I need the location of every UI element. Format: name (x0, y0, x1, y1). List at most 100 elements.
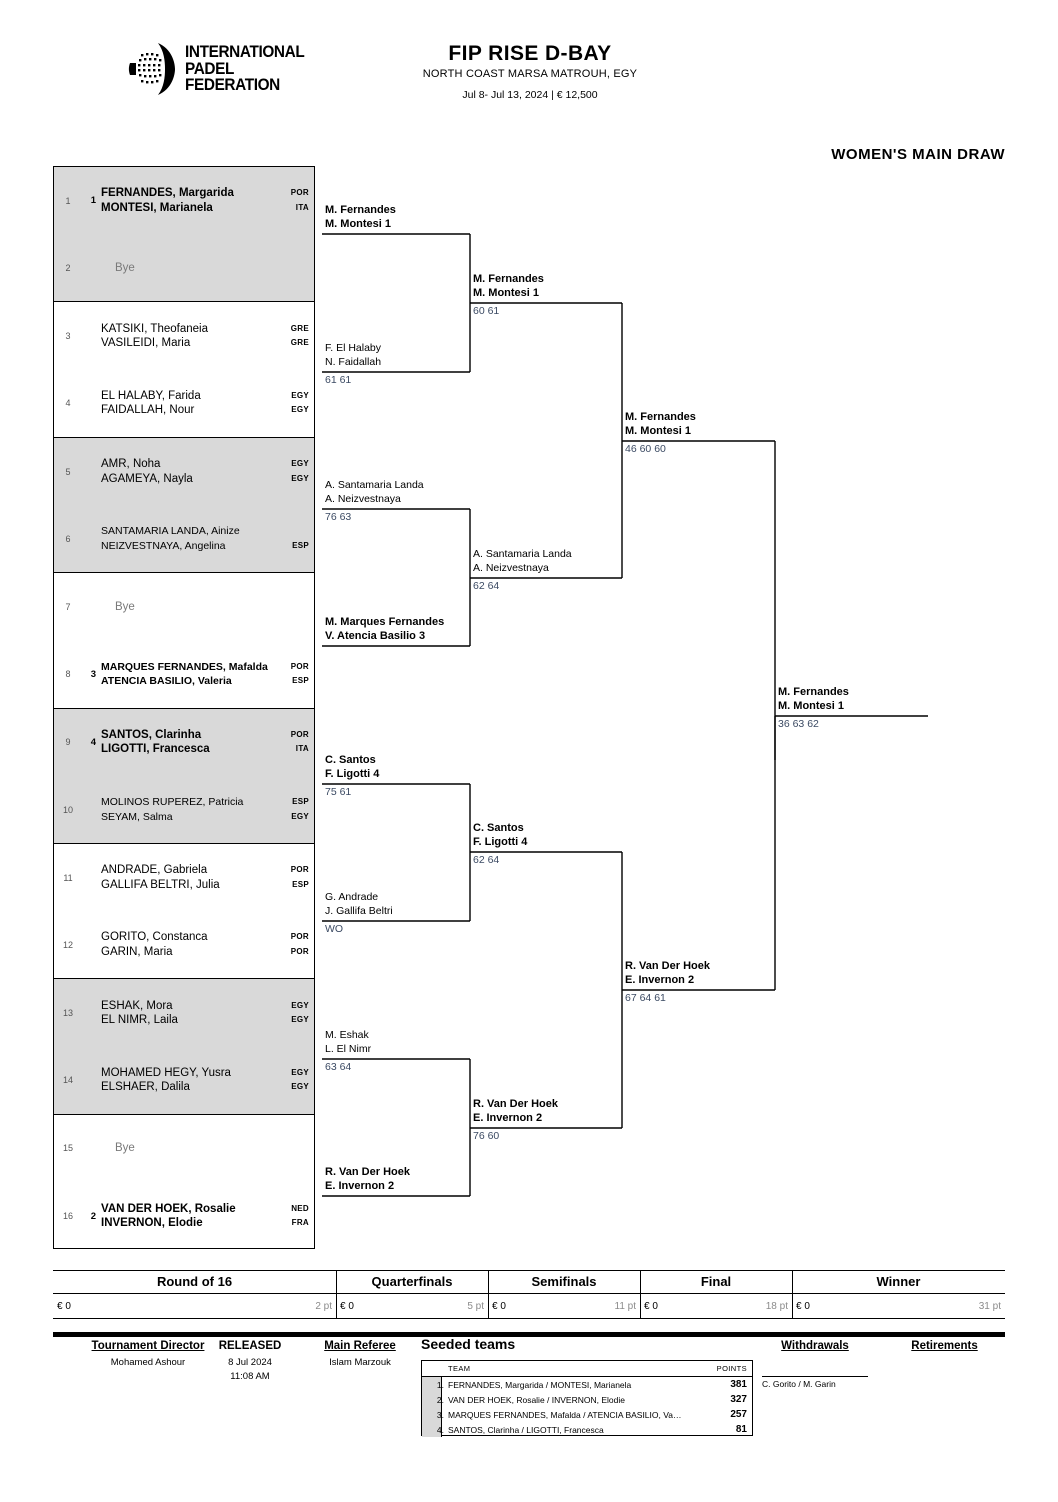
country-code-blank (275, 524, 309, 539)
withdrawals-label: Withdrawals (781, 1340, 849, 1352)
seed-team-name: SANTOS, Clarinha / LIGOTTI, Francesca (448, 1424, 604, 1435)
bracket-player-name: M. Montesi 1 (473, 287, 540, 299)
bracket-player-name: M. Montesi 1 (325, 218, 392, 230)
prize-money: € 0 (57, 1300, 71, 1312)
bracket-player-name: M. Eshak (325, 1029, 369, 1041)
entrant-position-number: 6 (65, 533, 71, 544)
round-header-5: Winner (792, 1270, 1005, 1294)
main-referee-label: Main Referee (324, 1340, 396, 1352)
bracket-player-name: C. Santos (473, 822, 524, 834)
entrant-seed-badge: 1 (90, 195, 96, 207)
entrant-position-number: 12 (62, 939, 73, 950)
country-code: EGY (291, 1000, 309, 1010)
federation-logo: INTERNATIONAL PADEL FEDERATION (128, 38, 305, 100)
country-code: NED (291, 1203, 309, 1213)
bracket-player-name: F. Ligotti 4 (473, 836, 528, 848)
tournament-title: FIP RISE D-BAY (448, 42, 612, 65)
player-name: MARQUES FERNANDES, Mafalda (101, 660, 268, 673)
player-name: ANDRADE, Gabriela (101, 864, 208, 877)
released-label: RELEASED (218, 1340, 282, 1352)
bye-label: Bye (115, 600, 135, 613)
round-header-1: Round of 16 (53, 1270, 336, 1294)
country-code: GRE (290, 338, 309, 348)
country-code: POR (290, 188, 309, 198)
entrant-seed-badge: 4 (90, 736, 96, 748)
bracket-player-name: E. Invernon 2 (625, 974, 695, 986)
bracket-score: 63 64 (325, 1061, 352, 1073)
country-codes: ESP (275, 524, 314, 553)
country-code: ESP (292, 879, 309, 889)
bracket-player-name: A. Neizvestnaya (325, 492, 401, 505)
country-code: POR (290, 932, 309, 942)
player-name: MONTESI, Marianela (101, 201, 213, 214)
bracket-player-name: M. Fernandes (473, 273, 544, 285)
country-code: EGY (291, 811, 309, 821)
country-code: POR (290, 661, 309, 671)
bracket-player-name: G. Andrade (325, 891, 379, 903)
seed-rank: 3. (436, 1409, 444, 1420)
country-code: EGY (291, 390, 309, 400)
entrant-position-number: 3 (65, 331, 71, 342)
ranking-points: 18 pt (765, 1300, 788, 1312)
padel-ball-icon (128, 41, 176, 97)
country-code: EGY (291, 473, 309, 483)
bracket-player-name: M. Fernandes (778, 686, 849, 698)
bracket-score: 62 64 (473, 854, 500, 866)
player-name: EL HALABY, Farida (101, 389, 201, 402)
entrant-position-number: 16 (62, 1211, 73, 1222)
seed-team-name: MARQUES FERNANDES, Mafalda / ATENCIA BAS… (448, 1409, 682, 1420)
bracket-score: 60 61 (473, 305, 500, 317)
ranking-points: 11 pt (614, 1300, 637, 1312)
country-code: POR (290, 729, 309, 739)
bracket-player-name: M. Montesi 1 (625, 425, 692, 437)
column-divider (640, 1270, 641, 1318)
seed-points: 257 (730, 1409, 747, 1420)
player-name: AGAMEYA, Nayla (101, 472, 193, 485)
player-name: EL NIMR, Laila (101, 1014, 178, 1027)
seeded-table-header: TEAM POINTS (422, 1361, 752, 1377)
bracket-player-name: E. Invernon 2 (325, 1180, 395, 1192)
bracket-player-name: L. El Nimr (325, 1042, 372, 1055)
bracket-score: 67 64 61 (625, 992, 666, 1004)
country-codes: POR ESP (275, 660, 314, 689)
entrant-position-number: 5 (65, 466, 71, 477)
prize-money: € 0 (796, 1300, 810, 1312)
seed-points: 327 (730, 1394, 747, 1405)
seed-rank: 1. (436, 1379, 444, 1390)
country-code: ESP (292, 676, 309, 686)
quarterfinal-match-1: M. Fernandes M. Montesi 1 (473, 272, 544, 300)
released-date: 8 Jul 2024 (228, 1357, 272, 1368)
bracket-player-name: R. Van Der Hoek (473, 1098, 558, 1110)
bracket-player-name: A. Santamaria Landa (325, 479, 424, 491)
table-bottom-rule (53, 1318, 1005, 1319)
seed-team-name: FERNANDES, Margarida / MONTESI, Marianel… (448, 1379, 632, 1390)
table-top-rule (53, 1270, 1005, 1271)
